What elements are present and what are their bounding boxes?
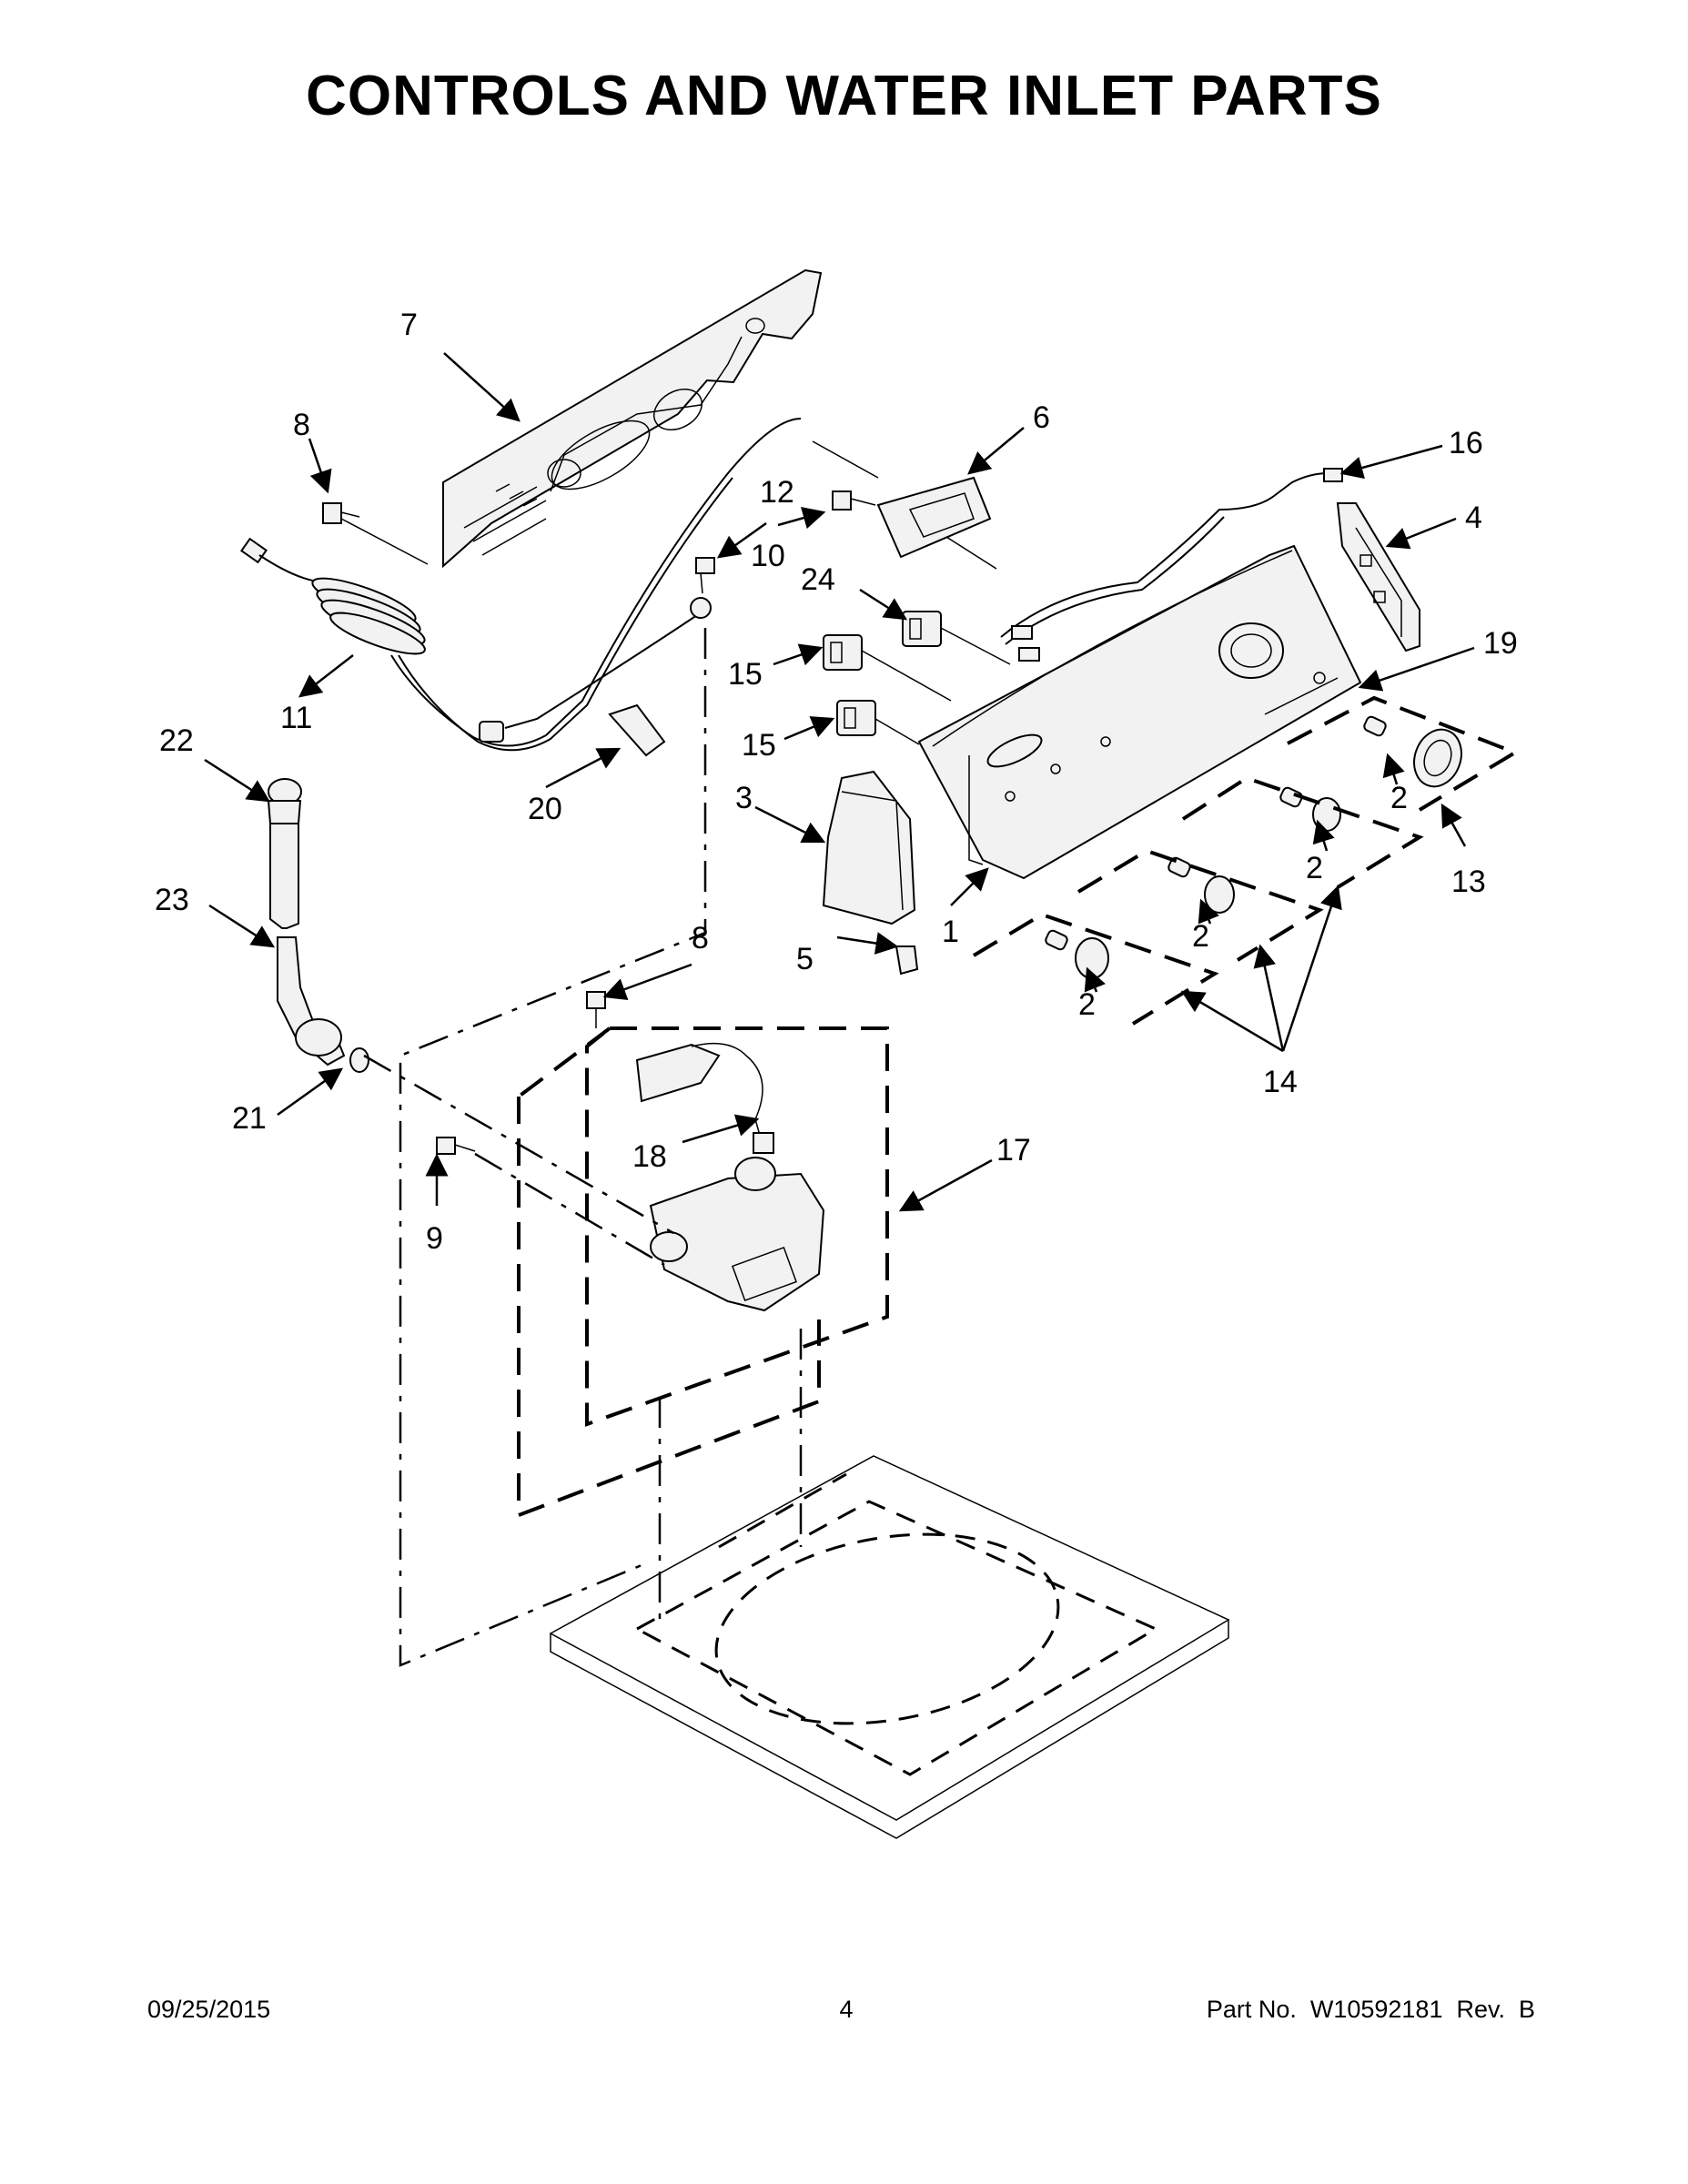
callout-1: 1 xyxy=(942,915,959,949)
switch-15-lower-drawing xyxy=(836,700,920,745)
screw-12-drawing xyxy=(695,557,715,594)
console-panel-drawing xyxy=(917,544,1362,880)
callout-18: 18 xyxy=(632,1139,667,1174)
screw-8-upper-drawing xyxy=(322,502,429,565)
washer-top-drawing xyxy=(549,1455,1230,1839)
control-board-drawing xyxy=(812,440,997,570)
footer-date: 09/25/2015 xyxy=(147,1996,271,2023)
callout-2-c: 2 xyxy=(1192,919,1209,954)
callout-8-lower: 8 xyxy=(692,921,709,956)
callout-2-d: 2 xyxy=(1078,987,1096,1022)
callout-22: 22 xyxy=(159,723,194,758)
callout-19: 19 xyxy=(1483,626,1518,661)
callout-21: 21 xyxy=(232,1101,267,1136)
switch-24-drawing xyxy=(902,611,1011,665)
power-cord-drawing xyxy=(240,418,802,752)
callout-12: 12 xyxy=(760,475,794,510)
clip-5-drawing xyxy=(895,945,919,976)
screw-8-lower-drawing xyxy=(586,991,606,1028)
callout-11: 11 xyxy=(280,701,312,735)
screw-9-drawing xyxy=(436,1137,476,1155)
callout-5: 5 xyxy=(796,942,814,976)
callout-16: 16 xyxy=(1449,426,1483,460)
callout-23: 23 xyxy=(155,883,189,917)
clip-20-drawing xyxy=(608,703,666,757)
callout-17: 17 xyxy=(996,1133,1031,1168)
callout-14: 14 xyxy=(1263,1065,1298,1099)
console-rear-panel-drawing xyxy=(442,268,823,569)
callout-15-upper: 15 xyxy=(728,657,763,692)
callout-13: 13 xyxy=(1451,864,1486,899)
callout-24: 24 xyxy=(801,562,835,597)
knob-group-dashed-outline xyxy=(972,695,1520,1026)
footer-page-number: 4 xyxy=(839,1996,854,2023)
screw-10-drawing xyxy=(832,490,876,511)
callout-4: 4 xyxy=(1465,500,1482,535)
page-title: CONTROLS AND WATER INLET PARTS xyxy=(306,65,1382,127)
wire-harness-drawing xyxy=(1000,468,1343,662)
callout-10: 10 xyxy=(751,539,785,573)
callout-2-b: 2 xyxy=(1306,851,1323,885)
switch-15-upper-drawing xyxy=(823,634,952,702)
end-bracket-drawing xyxy=(1336,502,1420,652)
callout-15-lower: 15 xyxy=(742,728,776,763)
callout-3: 3 xyxy=(735,781,753,815)
callout-20: 20 xyxy=(528,792,562,826)
callout-7: 7 xyxy=(400,308,418,342)
callout-6: 6 xyxy=(1033,400,1050,435)
inlet-hose-drawing xyxy=(267,778,369,1073)
footer-part-number: Part No. W10592181 Rev. B xyxy=(1206,1996,1535,2023)
callout-8-upper: 8 xyxy=(293,408,310,442)
dispenser-housing-drawing xyxy=(822,770,916,925)
callout-9: 9 xyxy=(426,1221,443,1256)
callout-labels: 7 8 12 10 6 16 4 24 19 15 15 11 22 20 3 … xyxy=(155,308,1518,1256)
water-valve-assembly-drawing xyxy=(517,1026,889,1518)
alignment-lines xyxy=(363,628,803,1667)
callout-2-a: 2 xyxy=(1390,781,1408,815)
knob-13-drawing xyxy=(1413,728,1462,788)
leader-arrows xyxy=(204,352,1475,1212)
